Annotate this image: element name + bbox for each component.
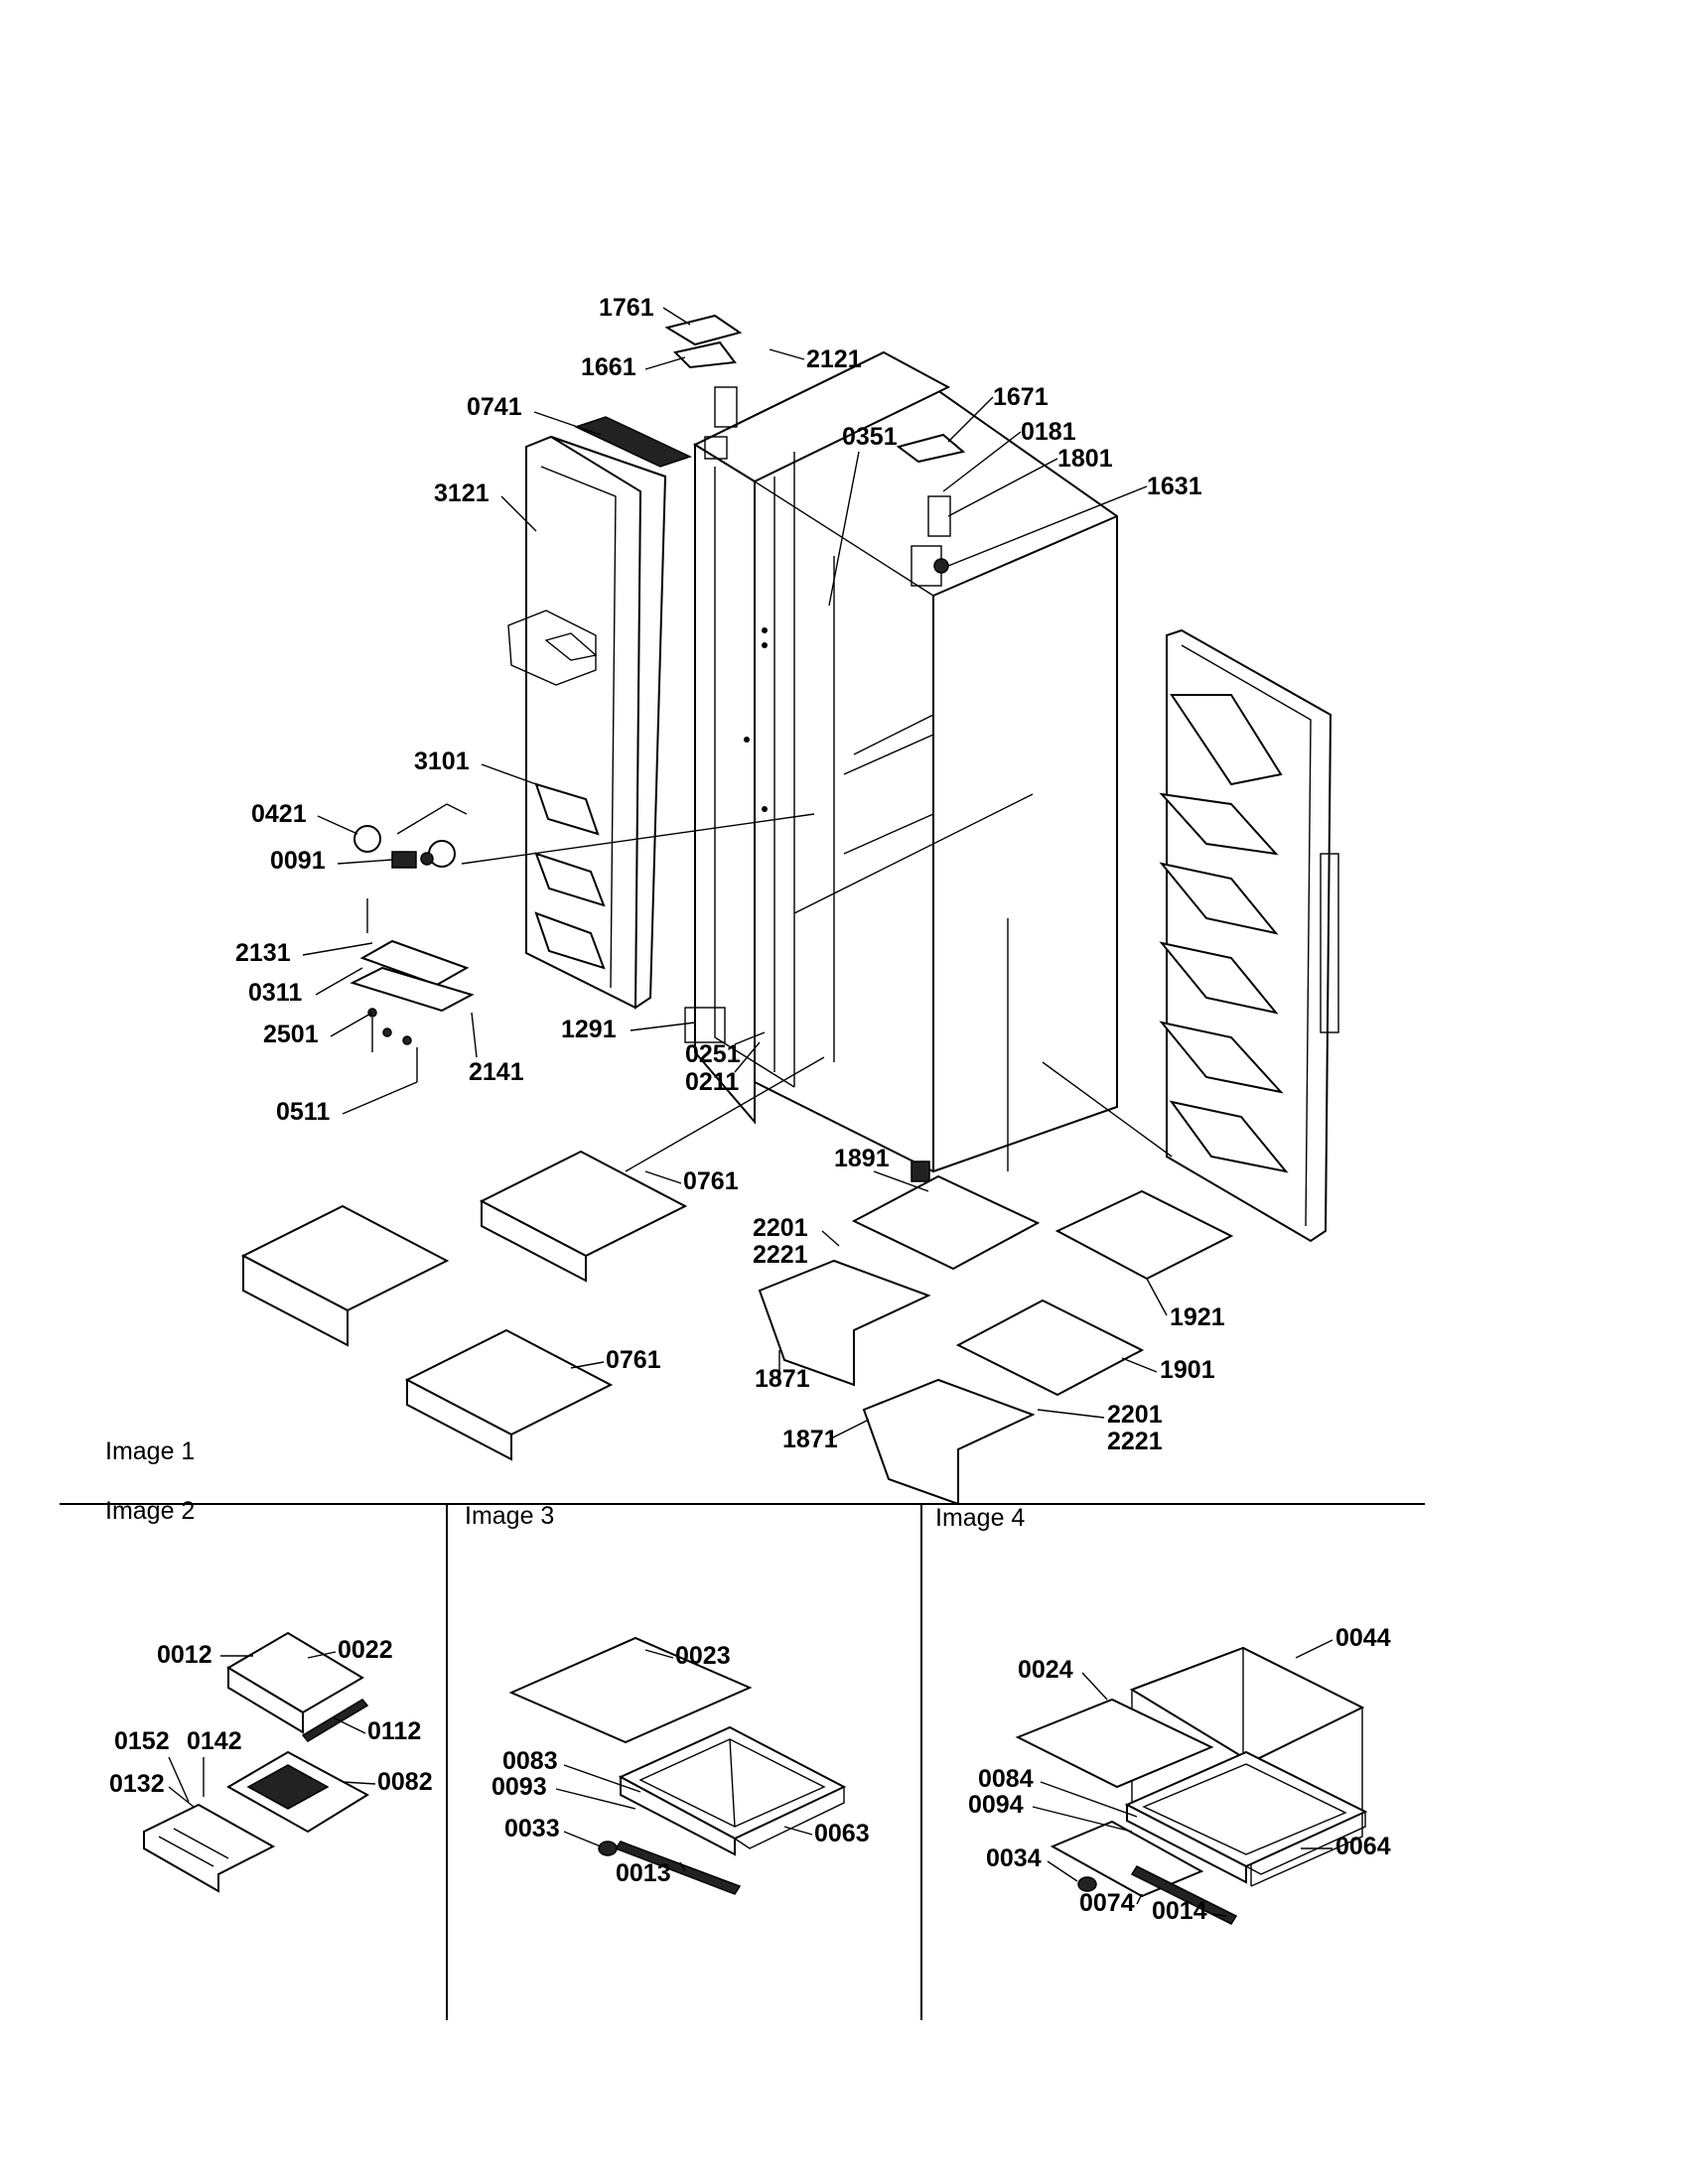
part-0033: 0033 <box>504 1815 560 1843</box>
shelves <box>240 1150 1234 1506</box>
part-0022: 0022 <box>338 1636 393 1664</box>
part-0094: 0094 <box>968 1791 1024 1819</box>
part-0083: 0083 <box>502 1747 558 1775</box>
image-3-view: 0023 0083 0093 0033 0013 0063 <box>491 1636 870 1895</box>
leader-lines <box>302 307 1173 1440</box>
top-hinges <box>664 314 966 574</box>
part-1671: 1671 <box>993 383 1049 411</box>
part-0741: 0741 <box>467 393 522 421</box>
part-2121: 2121 <box>806 345 862 373</box>
image-1-exploded-view: 1761 1661 2121 0741 0351 1671 0181 1801 … <box>235 294 1339 1506</box>
part-0761-upper: 0761 <box>683 1167 739 1195</box>
part-0211: 0211 <box>685 1068 739 1096</box>
part-1901: 1901 <box>1160 1356 1215 1384</box>
part-0181: 0181 <box>1021 418 1076 446</box>
part-1631: 1631 <box>1147 473 1202 500</box>
part-0044: 0044 <box>1335 1624 1391 1652</box>
part-0761-lower: 0761 <box>606 1346 661 1374</box>
part-1291: 1291 <box>561 1016 617 1043</box>
part-1871-upper: 1871 <box>755 1365 810 1393</box>
part-0132: 0132 <box>109 1770 165 1798</box>
part-2221-lower: 2221 <box>1107 1428 1163 1455</box>
part-3121: 3121 <box>434 479 490 507</box>
part-0082: 0082 <box>377 1768 433 1796</box>
part-0351: 0351 <box>842 423 898 451</box>
image-1-title: Image 1 <box>105 1437 195 1465</box>
part-0074: 0074 <box>1079 1889 1135 1917</box>
part-0034: 0034 <box>986 1844 1042 1872</box>
part-2221-upper: 2221 <box>753 1241 808 1269</box>
part-1801: 1801 <box>1057 445 1113 473</box>
part-2131: 2131 <box>235 939 291 967</box>
part-0251: 0251 <box>685 1040 741 1068</box>
part-0013: 0013 <box>616 1859 671 1887</box>
part-1661: 1661 <box>581 353 636 381</box>
part-2201-upper: 2201 <box>753 1214 808 1242</box>
part-0152: 0152 <box>114 1727 170 1755</box>
part-0084: 0084 <box>978 1765 1034 1793</box>
part-1921: 1921 <box>1170 1303 1225 1331</box>
part-0421: 0421 <box>251 800 307 828</box>
part-0112: 0112 <box>367 1717 421 1745</box>
image-2-title: Image 2 <box>105 1497 195 1525</box>
image-3-title: Image 3 <box>465 1502 554 1530</box>
part-0012: 0012 <box>157 1641 212 1669</box>
part-1761: 1761 <box>599 294 654 322</box>
part-2201-lower: 2201 <box>1107 1401 1163 1429</box>
refrigerator-cabinet <box>684 350 1118 1182</box>
fresh-food-door <box>1159 628 1339 1243</box>
image-2-view: 0012 0022 0112 0152 0142 0132 0082 <box>109 1631 433 1893</box>
part-3101: 3101 <box>414 748 470 775</box>
part-0023: 0023 <box>675 1642 731 1670</box>
part-0511: 0511 <box>276 1098 330 1126</box>
part-0064: 0064 <box>1335 1833 1391 1860</box>
part-0091: 0091 <box>270 847 326 875</box>
image-4-title: Image 4 <box>935 1504 1025 1532</box>
part-0093: 0093 <box>491 1773 547 1801</box>
part-0142: 0142 <box>187 1727 242 1755</box>
freezer-door <box>507 416 693 1010</box>
light-assembly <box>350 803 475 1082</box>
part-0311: 0311 <box>248 979 302 1007</box>
part-1871-lower: 1871 <box>782 1426 838 1453</box>
part-0063: 0063 <box>814 1820 870 1847</box>
part-2501: 2501 <box>263 1021 319 1048</box>
part-0014: 0014 <box>1152 1897 1207 1925</box>
image-4-view: 0044 0024 0084 0094 0034 0074 0014 0064 <box>968 1624 1391 1925</box>
part-1891: 1891 <box>834 1145 890 1172</box>
part-2141: 2141 <box>469 1058 524 1086</box>
part-0024: 0024 <box>1018 1656 1073 1684</box>
